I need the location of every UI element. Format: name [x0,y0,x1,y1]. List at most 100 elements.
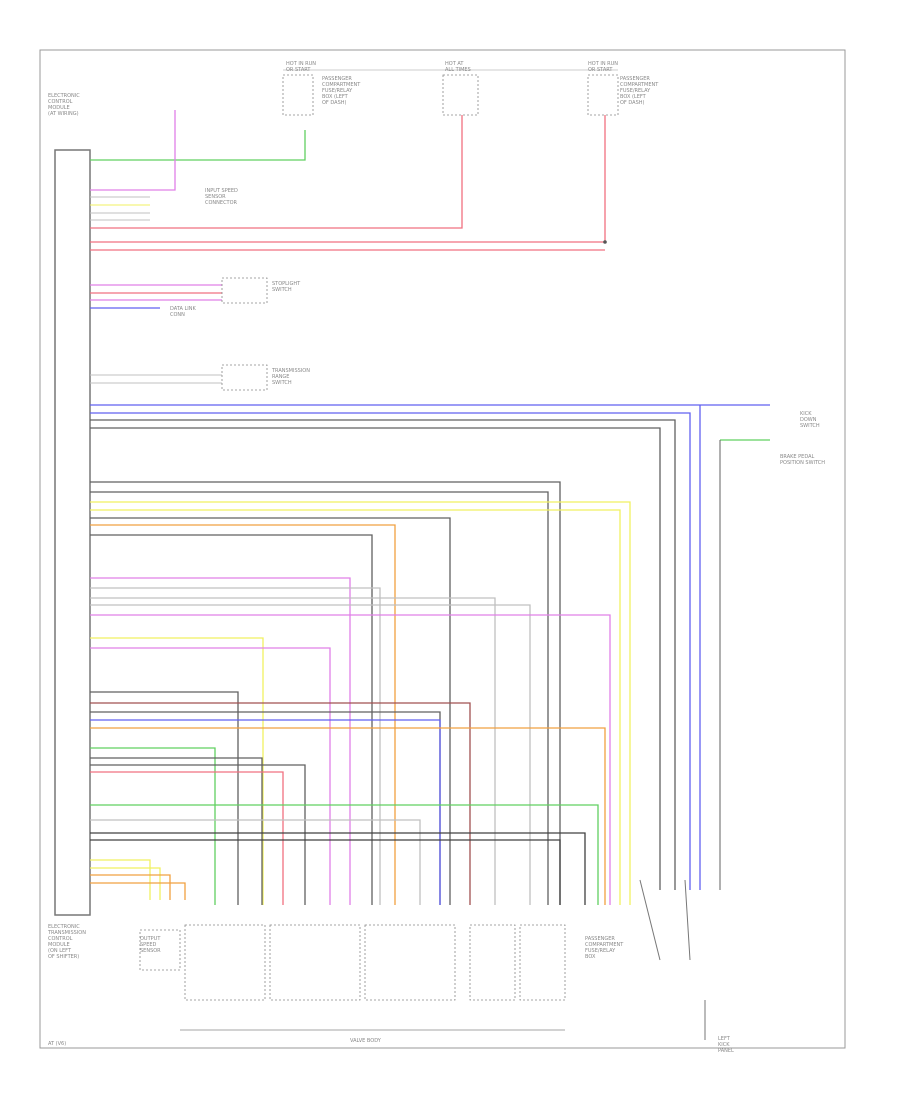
box-right-line: COMPARTMENT [620,82,659,88]
trans-range-box [221,364,268,391]
switch-line-2 [684,879,691,961]
wire-11 [90,604,531,905]
wire-25 [90,819,421,905]
ecm-title-line: (AT WIRING) [48,111,79,117]
ecm-title-line: ELECTRONIC [48,93,80,99]
valve-body-extra [469,924,516,1001]
fuse-box-right [587,74,619,116]
wire-18 [90,719,441,905]
wire-10 [90,597,496,905]
top-conn-right-line: HOT IN RUN [588,61,618,67]
box-left-line: PASSENGER [322,76,352,82]
outer-frame [39,49,846,1049]
wire-22 [90,764,306,905]
top-conn-right-line: OR START [588,67,613,73]
ground-line: KICK [718,1042,730,1048]
brake-pedal-line: POSITION SWITCH [780,460,825,466]
tcm-module [54,149,91,916]
wire-24 [90,804,599,905]
red-wire-mid [90,115,463,229]
valve-body-left [184,924,266,1001]
tcm-title-line: (ON LEFT [48,948,72,954]
box-left-line: FUSE/RELAY [322,88,353,94]
top-conn-left-line: HOT IN RUN [286,61,316,67]
bottom-center-line: VALVE BODY [350,1038,382,1044]
trans-range-line: RANGE [272,374,289,380]
wire-23 [90,771,284,905]
wire-20 [90,747,216,905]
orange-bottom-left [90,874,171,900]
wire-27 [90,839,561,905]
bottom-left-line: OUTPUT [140,936,161,942]
box-left-line: COMPARTMENT [322,82,361,88]
box-right-line: OF DASH) [620,100,645,106]
bottom-right-line: COMPARTMENT [585,942,624,948]
speed-sensor-line: CONNECTOR [205,200,238,206]
wire-17 [90,711,441,905]
kickdown-line: DOWN [800,417,817,423]
box-right-line: PASSENGER [620,76,650,82]
top-conn-mid-line: HOT AT [445,61,464,67]
wire-2 [90,491,549,905]
bottom-left-line: SENSOR [140,948,161,954]
output-speed-sensor-box [139,929,181,971]
gray-long-1 [90,419,676,890]
stoplight-line: STOPLIGHT [272,281,301,287]
tcm-title-line: ELECTRONIC [48,924,80,930]
tcm-title-line: OF SHIFTER) [48,954,79,960]
valve-body-mid [269,924,361,1001]
yellow-bottom-left-2 [90,867,161,900]
wire-14 [90,647,331,905]
tcm-title-line: MODULE [48,942,70,948]
brake-pedal-line: BRAKE PEDAL [780,454,815,460]
kickdown-line: SWITCH [800,423,820,429]
pink-wire-top [90,110,176,191]
top-conn-left-line: OR START [286,67,311,73]
components [139,74,619,1001]
wire-7 [90,534,373,905]
bottom-right-line: FUSE/RELAY [585,948,616,954]
wire-3 [90,501,631,905]
gray-long-2 [90,427,661,890]
yellow-bottom-left [90,859,151,900]
fuse-box-left [282,74,314,116]
speed-sensor-line: INPUT SPEED [205,188,238,194]
wires [90,69,770,1040]
box-right-line: BOX (LEFT [620,94,647,100]
tcm-title-line: CONTROL [48,936,73,942]
top-conn-mid-line: ALL TIMES [445,67,471,73]
wire-15 [90,691,239,905]
box-left-line: OF DASH) [322,100,347,106]
fuse-box-mid [442,74,479,116]
bottom-left-line: SPEED [140,942,157,948]
bottom-right-line: PASSENGER [585,936,615,942]
wire-21 [90,757,263,905]
wire-12 [90,614,611,905]
valve-body-right [364,924,456,1001]
orange-bottom-left-2 [90,882,186,900]
switch-line-1 [639,879,661,961]
splice-dot-red [603,240,607,244]
bottom-right-line: BOX [585,954,596,960]
green-wire-top [90,130,306,161]
box-right-line: FUSE/RELAY [620,88,651,94]
ground-line: PANEL [718,1048,734,1054]
data-link-line: DATA LINK [170,306,196,312]
wire-1 [90,481,561,905]
wire-13 [90,637,264,905]
tcm-title-line: TRANSMISSION [47,930,86,936]
trans-range-line: TRANSMISSION [271,368,310,374]
valve-body-extra-2 [519,924,566,1001]
speed-sensor-line: SENSOR [205,194,226,200]
blue-long-2 [90,412,691,890]
wire-19 [90,727,606,905]
wire-5 [90,517,451,905]
ground-line: LEFT [718,1036,731,1042]
footer-left-line: AT (V6) [48,1041,66,1047]
wire-6 [90,524,396,905]
wire-8 [90,577,351,905]
trans-range-line: SWITCH [272,380,292,386]
